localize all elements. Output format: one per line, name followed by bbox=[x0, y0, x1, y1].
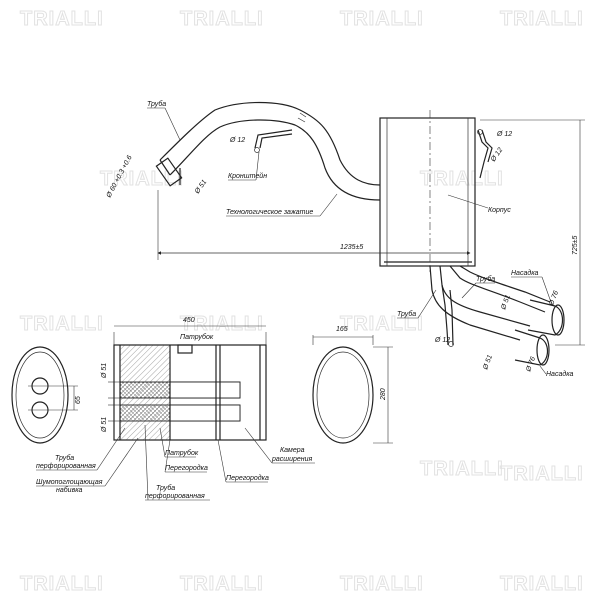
section-view: 450 Патрубок Ø 51 Ø 51 bbox=[101, 317, 267, 441]
label-d12-bracket: Ø 12 bbox=[229, 137, 245, 144]
label-truba-lower: Труба bbox=[397, 310, 416, 318]
svg-text:TRIALLI: TRIALLI bbox=[500, 463, 584, 485]
section-labels: Труба перфорированная Шумопоглощающая на… bbox=[36, 424, 315, 501]
label-kronshtein: Кронштейн bbox=[228, 172, 267, 180]
label-dim-280: 280 bbox=[380, 388, 387, 401]
svg-text:TRIALLI: TRIALLI bbox=[20, 573, 104, 595]
end-view-inlet: 65 bbox=[11, 346, 82, 444]
label-dim-1235: 1235±5 bbox=[340, 244, 363, 251]
label-truba-perf-1b: перфорированная bbox=[36, 463, 96, 470]
bracket bbox=[254, 129, 293, 149]
label-d12-right-a: Ø 12 bbox=[496, 131, 512, 138]
svg-text:TRIALLI: TRIALLI bbox=[180, 573, 264, 595]
label-peregorodka-1: Перегородка bbox=[165, 464, 208, 472]
label-dim-165: 165 bbox=[336, 326, 348, 333]
svg-text:TRIALLI: TRIALLI bbox=[340, 8, 424, 30]
label-d51-left-b: Ø 51 bbox=[101, 417, 108, 433]
svg-text:TRIALLI: TRIALLI bbox=[500, 573, 584, 595]
svg-text:TRIALLI: TRIALLI bbox=[20, 313, 104, 335]
inlet-pipe-lower bbox=[169, 119, 381, 201]
end-view-outlet: 165 280 bbox=[312, 326, 393, 444]
label-kamera-2: расширения bbox=[271, 456, 313, 463]
outlet-pipe-2 bbox=[449, 265, 546, 313]
label-d12-lower: Ø 12 bbox=[434, 337, 450, 344]
label-d51-mid: Ø 51 bbox=[500, 294, 512, 312]
svg-text:TRIALLI: TRIALLI bbox=[180, 8, 264, 30]
svg-text:TRIALLI: TRIALLI bbox=[340, 573, 424, 595]
muffler-body bbox=[379, 117, 476, 267]
label-dim-725: 725±5 bbox=[572, 235, 579, 255]
top-view bbox=[155, 101, 585, 366]
label-d76-lower: Ø 76 bbox=[525, 356, 537, 374]
svg-text:TRIALLI: TRIALLI bbox=[20, 8, 104, 30]
label-kamera-1: Камера bbox=[280, 447, 305, 454]
inlet-pipe-upper bbox=[159, 101, 381, 186]
label-truba-perf-1: Труба bbox=[55, 454, 74, 462]
label-korpus: Корпус bbox=[488, 207, 511, 214]
svg-text:TRIALLI: TRIALLI bbox=[420, 168, 504, 190]
svg-text:TRIALLI: TRIALLI bbox=[180, 313, 264, 335]
svg-text:TRIALLI: TRIALLI bbox=[500, 8, 584, 30]
label-truba-top: Труба bbox=[147, 100, 166, 108]
label-truba-mid: Труба bbox=[476, 275, 495, 283]
label-nasadka-bottom: Насадка bbox=[546, 370, 574, 378]
label-shumo-2: набивка bbox=[56, 486, 83, 494]
label-d51-inlet: Ø 51 bbox=[193, 179, 208, 196]
label-d51-lower: Ø 51 bbox=[482, 354, 494, 372]
label-truba-perf-2: Труба bbox=[156, 484, 175, 492]
label-d65: 65 bbox=[75, 396, 82, 404]
outlet-pipe-1 bbox=[429, 265, 521, 341]
svg-text:TRIALLI: TRIALLI bbox=[100, 168, 184, 190]
label-d51-left-a: Ø 51 bbox=[101, 363, 108, 379]
svg-text:TRIALLI: TRIALLI bbox=[420, 458, 504, 480]
label-nasadka-top: Насадка bbox=[511, 269, 539, 277]
label-peregorodka-2: Перегородка bbox=[226, 474, 269, 482]
label-shumo-1: Шумопоглощающая bbox=[36, 479, 103, 486]
label-truba-perf-2b: перфорированная bbox=[145, 493, 205, 500]
label-tech: Технологическое зажатие bbox=[226, 209, 313, 216]
label-patrubok-bottom: Патрубок bbox=[165, 449, 199, 457]
label-dim-450: 450 bbox=[183, 317, 195, 324]
label-patrubok-top: Патрубок bbox=[180, 333, 214, 341]
watermarks: TRIALLI TRIALLI TRIALLI TRIALLI TRIALLI … bbox=[20, 8, 584, 596]
